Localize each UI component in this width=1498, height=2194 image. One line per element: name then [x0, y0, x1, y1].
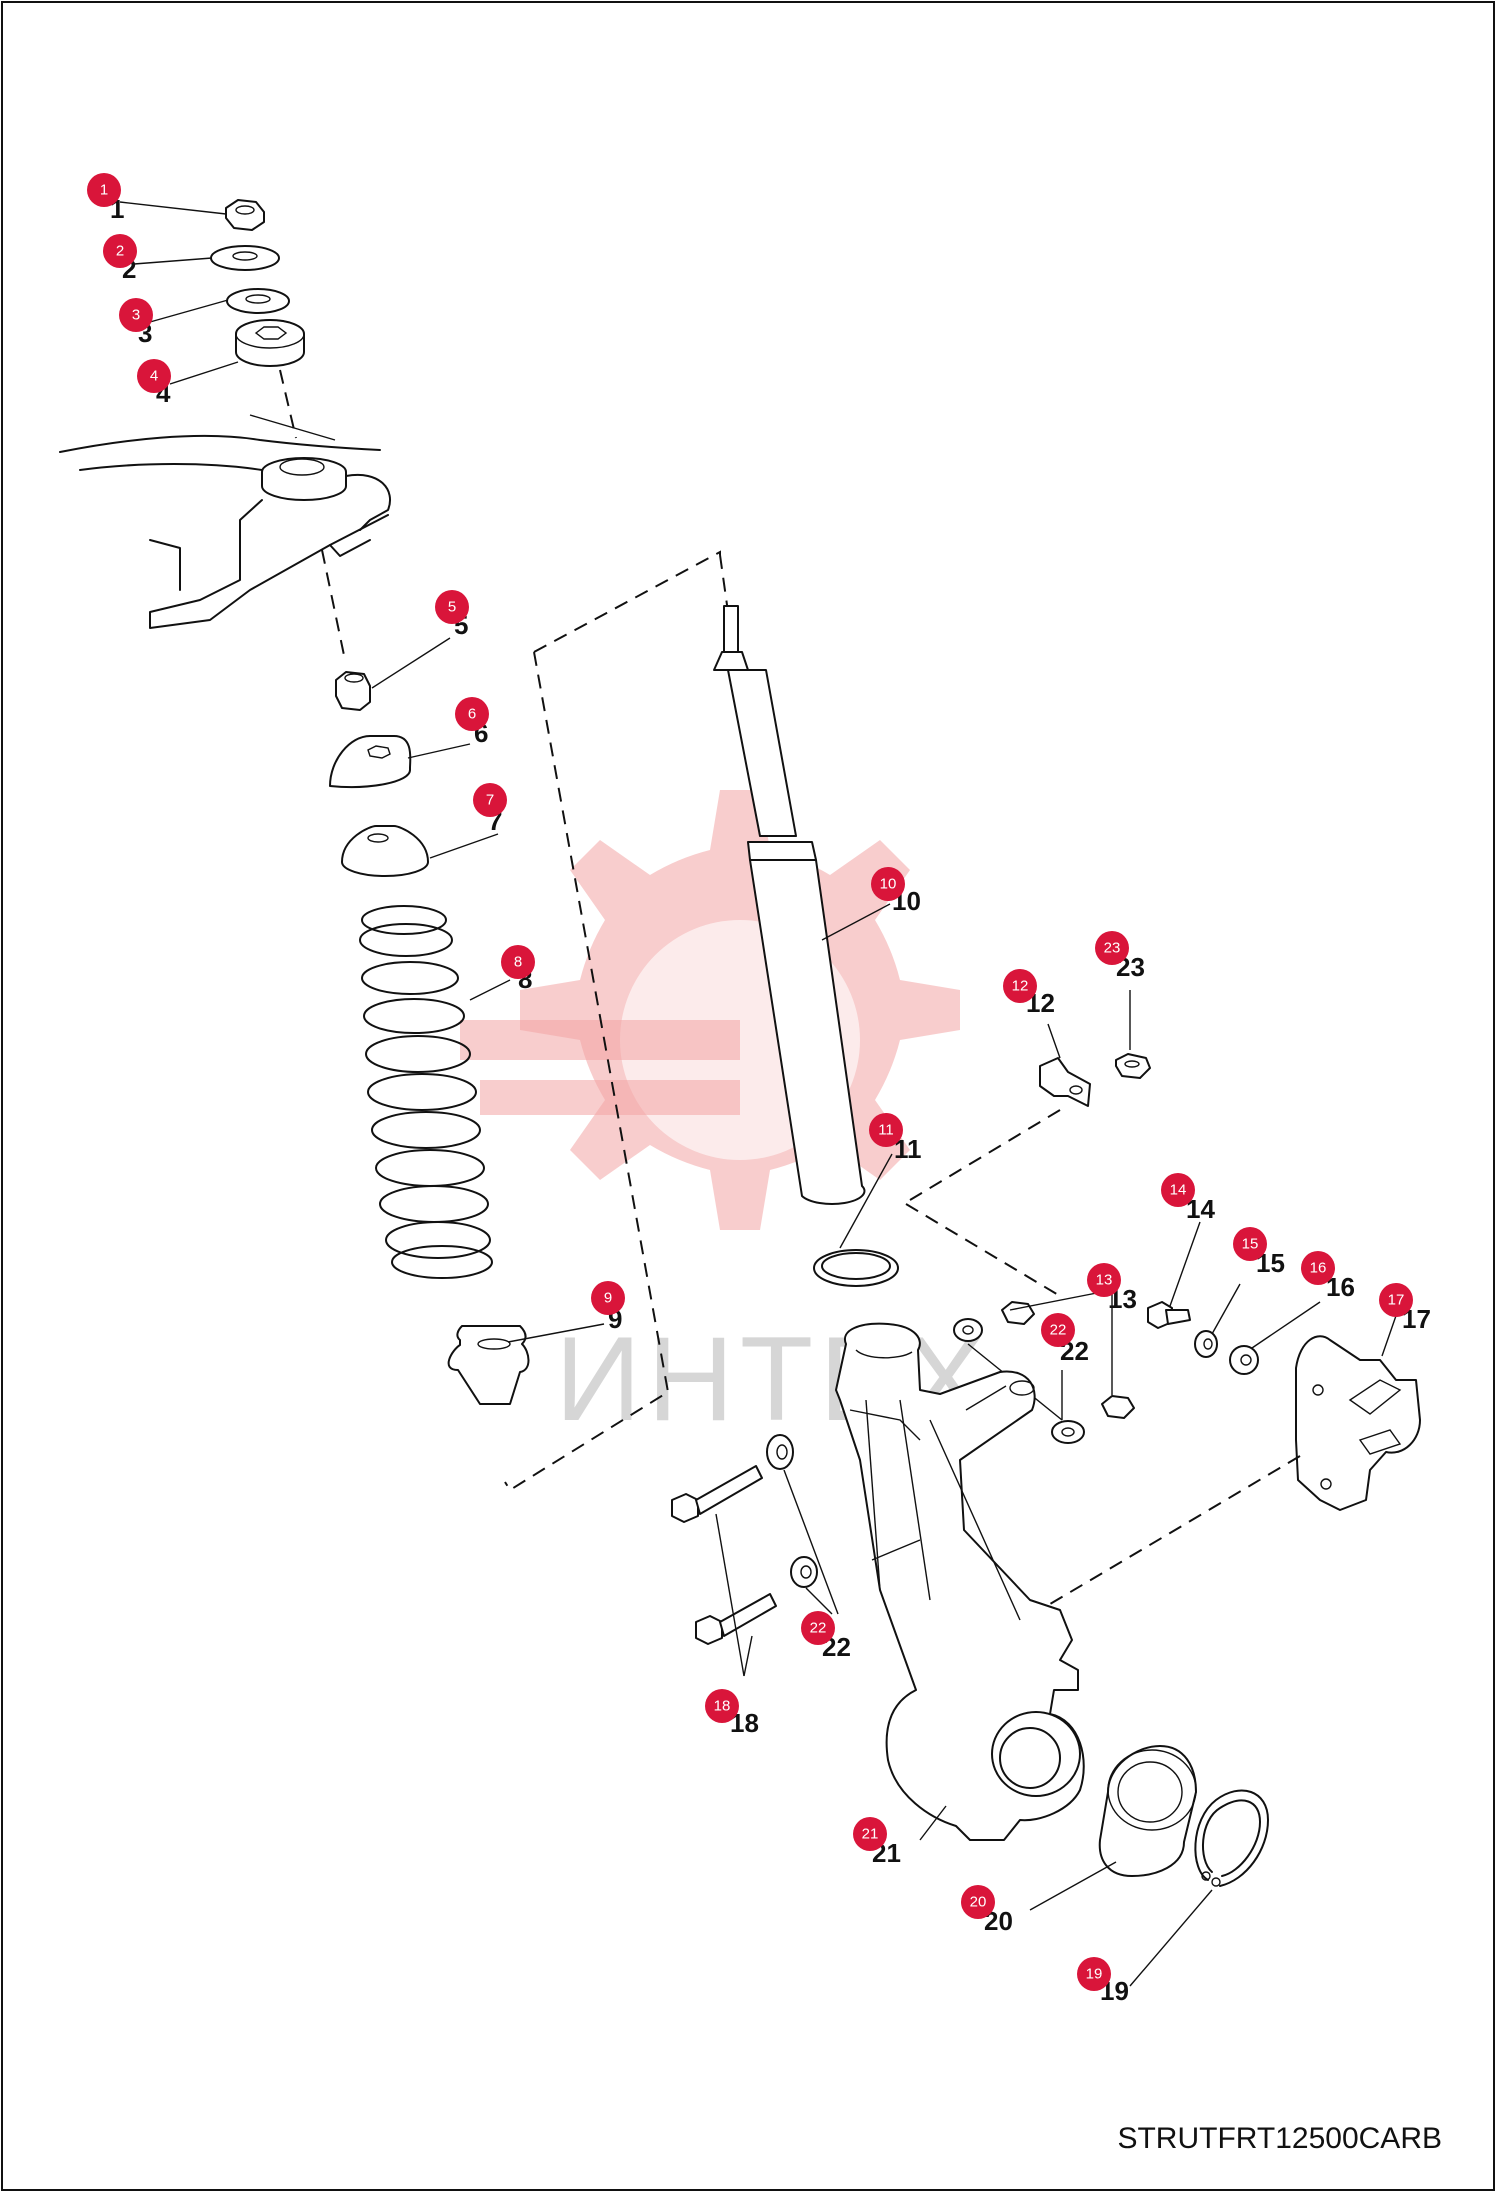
svg-text:6: 6 [468, 706, 476, 723]
part-20-wheel-bearing [1098, 1745, 1197, 1877]
badge-4: 4 [137, 359, 171, 393]
badge-5: 5 [435, 590, 469, 624]
svg-text:22: 22 [1050, 1322, 1067, 1339]
svg-text:20: 20 [970, 1894, 987, 1911]
badge-2: 2 [103, 234, 137, 268]
part-14-bolt [1147, 1301, 1191, 1329]
svg-text:2: 2 [116, 243, 124, 260]
svg-text:19: 19 [1086, 1966, 1103, 1983]
svg-text:10: 10 [880, 876, 897, 893]
badge-9: 9 [591, 1281, 625, 1315]
part-11-seal-ring [813, 1249, 899, 1287]
badge-10: 10 [871, 867, 905, 901]
svg-text:23: 23 [1104, 940, 1121, 957]
part-16-washer [1229, 1345, 1259, 1375]
badge-18: 18 [705, 1689, 739, 1723]
part-15-washer [1194, 1330, 1218, 1358]
svg-text:18: 18 [714, 1698, 731, 1715]
badge-3: 3 [119, 298, 153, 332]
badge-20: 20 [961, 1885, 995, 1919]
part-22-washer-upper [953, 1318, 1085, 1444]
svg-text:5: 5 [448, 599, 456, 616]
part-12-brake-hose-clip [1039, 1057, 1091, 1107]
part-7-strut-bearing [341, 825, 429, 877]
part-10-shock-absorber [713, 605, 866, 1205]
badge-22-lower: 22 [801, 1611, 835, 1645]
body-strut-tower [59, 414, 391, 629]
part-3-washer [226, 288, 290, 314]
drawing-code: STRUTFRT12500CARB [1117, 2122, 1442, 2155]
badge-13: 13 [1087, 1263, 1121, 1297]
part-19-snap-ring [1194, 1789, 1269, 1887]
badge-21: 21 [853, 1817, 887, 1851]
part-2-washer [210, 245, 280, 271]
part-18-bolts [671, 1465, 777, 1645]
badge-16: 16 [1301, 1251, 1335, 1285]
part-4-mount-bushing [235, 319, 305, 367]
svg-text:14: 14 [1170, 1182, 1187, 1199]
badge-12: 12 [1003, 969, 1037, 1003]
svg-text:15: 15 [1242, 1236, 1259, 1253]
badge-7: 7 [473, 783, 507, 817]
svg-text:12: 12 [1012, 978, 1029, 995]
svg-text:13: 13 [1096, 1272, 1113, 1289]
badge-14: 14 [1161, 1173, 1195, 1207]
svg-text:9: 9 [604, 1290, 612, 1307]
svg-text:17: 17 [1388, 1292, 1405, 1309]
svg-text:11: 11 [878, 1122, 894, 1139]
badge-1: 1 [87, 173, 121, 207]
part-9-bump-stop [447, 1325, 530, 1405]
badge-19: 19 [1077, 1957, 1111, 1991]
part-23-nut [1115, 1053, 1151, 1079]
badge-6: 6 [455, 697, 489, 731]
part-8-coil-spring [359, 905, 493, 1279]
svg-text:21: 21 [862, 1826, 879, 1843]
svg-text:1: 1 [100, 182, 108, 199]
svg-text:16: 16 [1310, 1260, 1327, 1277]
badge-17: 17 [1379, 1283, 1413, 1317]
part-5-nut [335, 671, 371, 711]
badge-23: 23 [1095, 931, 1129, 965]
part-6-upper-spring-seat [329, 735, 412, 789]
svg-text:7: 7 [486, 792, 494, 809]
svg-text:22: 22 [810, 1620, 827, 1637]
watermark-gear [460, 790, 960, 1230]
part-22-washers-lower [766, 1434, 818, 1588]
badge-22-upper: 22 [1041, 1313, 1075, 1347]
svg-text:8: 8 [514, 954, 522, 971]
part-21-steering-knuckle [835, 1322, 1085, 1841]
badge-15: 15 [1233, 1227, 1267, 1261]
svg-text:4: 4 [150, 368, 158, 385]
badge-11: 11 [869, 1113, 903, 1147]
part-1-nut [225, 199, 265, 231]
svg-text:3: 3 [132, 307, 140, 324]
part-17-abs-sensor-bracket [1295, 1335, 1421, 1511]
badge-8: 8 [501, 945, 535, 979]
